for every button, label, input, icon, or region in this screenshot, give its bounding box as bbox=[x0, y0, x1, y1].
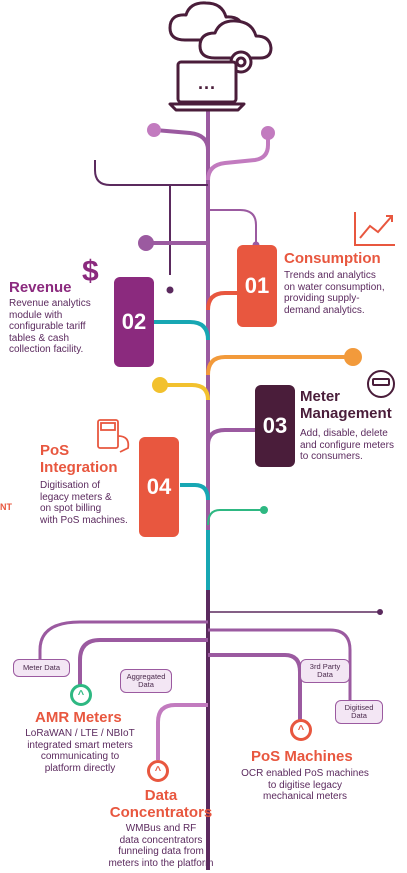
chip-meter-data: Meter Data bbox=[13, 659, 70, 677]
bottom-left-branch bbox=[38, 620, 208, 660]
section-badge-02: 02 bbox=[114, 277, 154, 367]
meter-icon bbox=[367, 370, 395, 398]
branch-left-thin bbox=[94, 160, 208, 186]
section-badge-03: 03 bbox=[255, 385, 295, 467]
chip-3rd-party-data: 3rd Party Data bbox=[300, 659, 350, 683]
laptop-screen-text: ... bbox=[198, 73, 217, 93]
chevron-up-icon: ^ bbox=[147, 760, 169, 782]
connector-01 bbox=[206, 291, 240, 311]
pos-terminal-icon bbox=[97, 419, 130, 453]
branch-node bbox=[147, 123, 161, 137]
section-number: 02 bbox=[121, 309, 147, 334]
connector-orange bbox=[206, 355, 350, 376]
bottom-right-branch2 bbox=[208, 653, 302, 720]
connector-04 bbox=[180, 483, 210, 501]
branch-node bbox=[260, 506, 268, 514]
chevron-up-icon: ^ bbox=[70, 684, 92, 706]
branch-node bbox=[138, 235, 154, 251]
amr-meters-title: AMR Meters bbox=[35, 709, 122, 726]
branch-top-left bbox=[154, 128, 210, 151]
chart-icon bbox=[354, 212, 395, 246]
chevron-up-icon: ^ bbox=[290, 719, 312, 741]
section-number: 03 bbox=[262, 413, 288, 438]
branch-node bbox=[261, 126, 275, 140]
cutoff-label: NT bbox=[0, 502, 12, 512]
branch-node bbox=[344, 348, 362, 366]
bottom-center-branch bbox=[156, 703, 208, 760]
consumption-title: Consumption bbox=[284, 250, 381, 267]
cloud-gear-icon bbox=[168, 1, 273, 74]
section-badge-04: 04 bbox=[139, 437, 179, 537]
section-badge-01: 01 bbox=[237, 245, 277, 327]
revenue-title: Revenue bbox=[9, 279, 72, 296]
bottom-left-branch2 bbox=[78, 638, 208, 685]
branch-node bbox=[166, 286, 174, 294]
branch-right-thin bbox=[208, 209, 257, 245]
branch-node bbox=[377, 609, 383, 615]
chip-digitised-data: Digitised Data bbox=[335, 700, 383, 724]
section-number: 04 bbox=[146, 474, 172, 499]
branch-top-right bbox=[206, 133, 270, 181]
bottom-right-branch bbox=[208, 628, 352, 700]
connector-green bbox=[207, 509, 262, 526]
laptop-icon bbox=[168, 60, 246, 112]
dollar-icon: $ bbox=[82, 255, 99, 288]
connector-yellow bbox=[163, 383, 210, 401]
section-number: 01 bbox=[244, 273, 270, 298]
chip-aggregated-data: Aggregated Data bbox=[120, 669, 172, 693]
pos-machines-title: PoS Machines bbox=[251, 748, 353, 765]
branch-node bbox=[152, 377, 168, 393]
connector-03 bbox=[206, 428, 255, 446]
connector-02 bbox=[150, 320, 210, 341]
